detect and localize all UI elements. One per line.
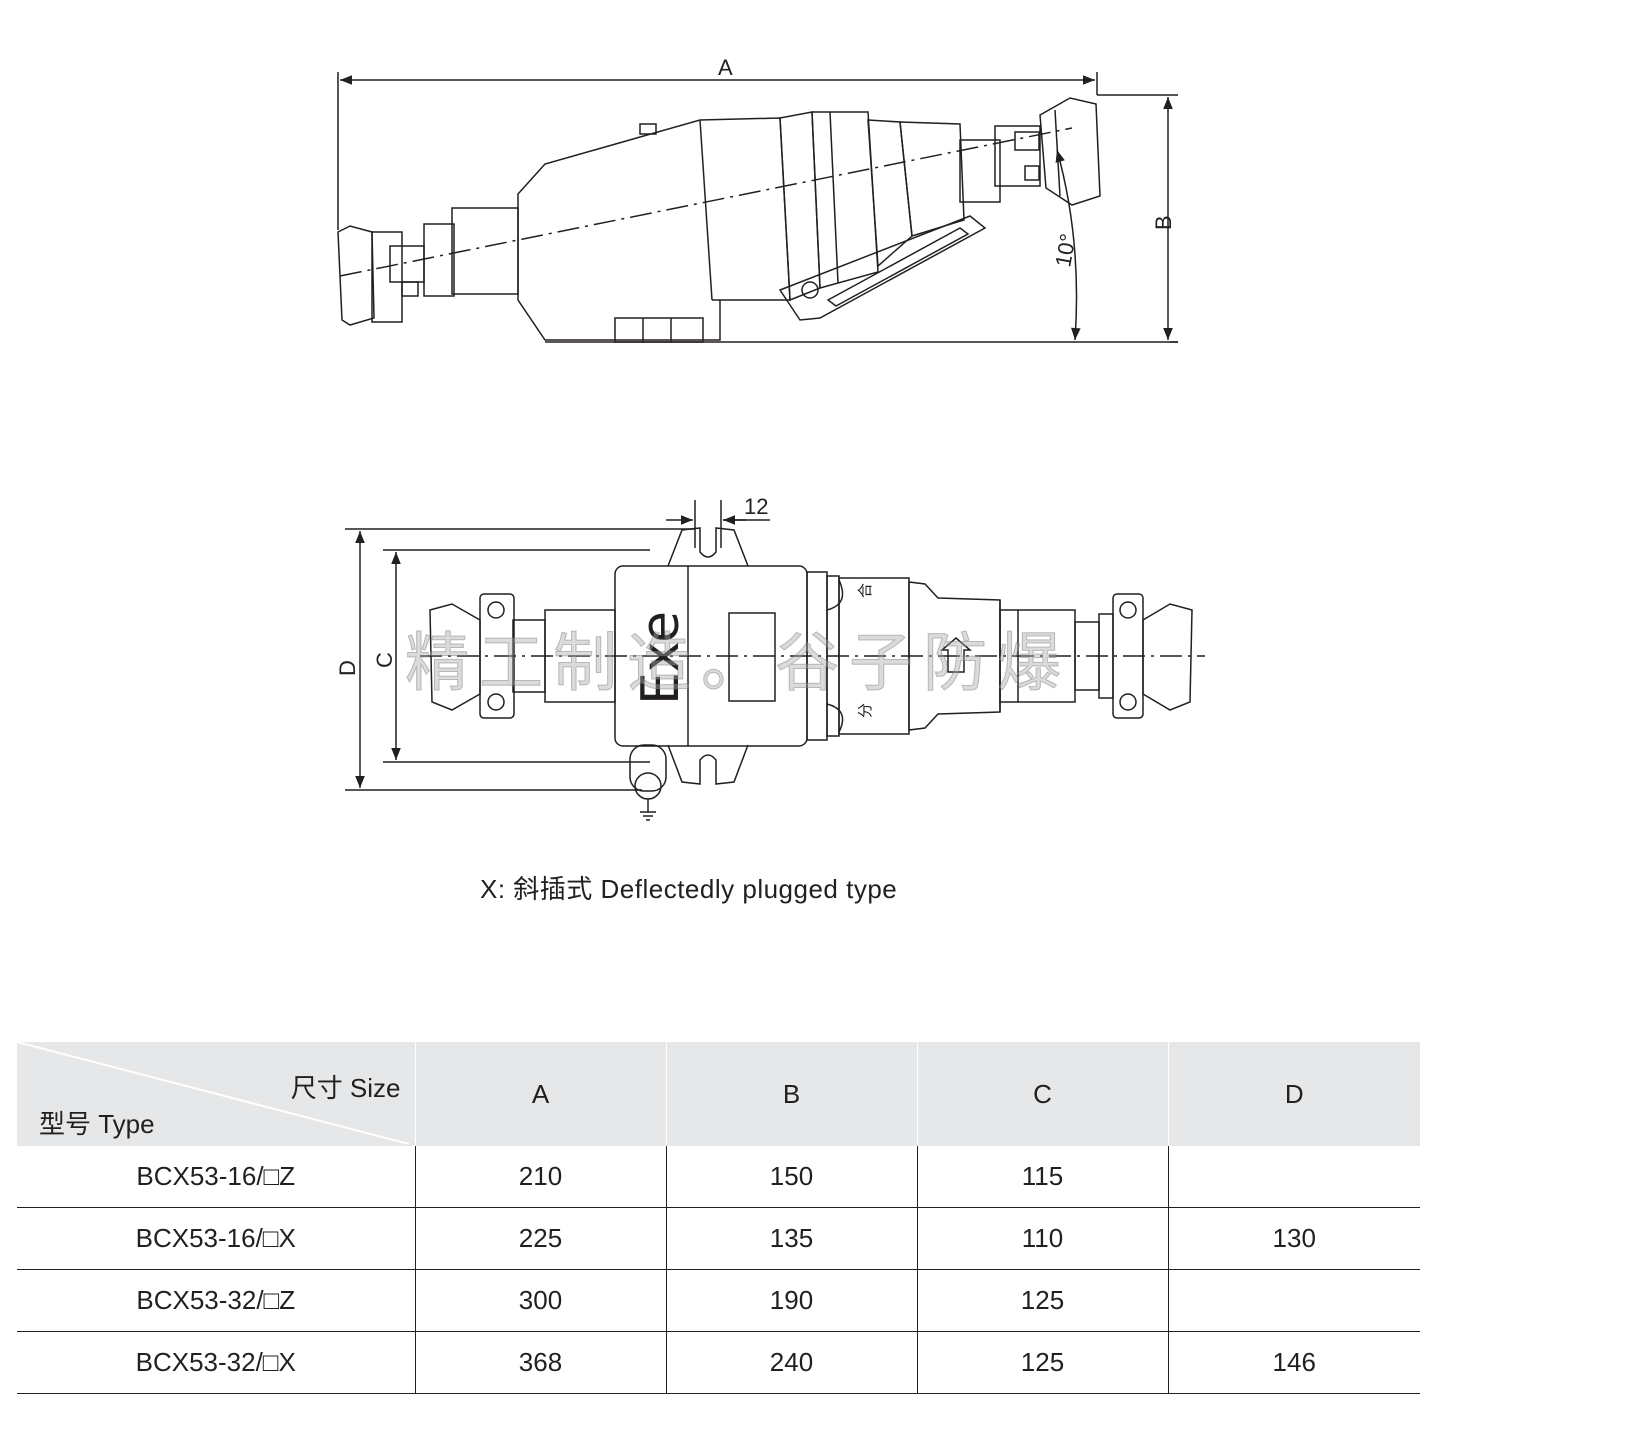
table-row: BCX53-16/□X 225 135 110 130	[17, 1207, 1420, 1270]
column-header: C	[916, 1042, 1168, 1146]
value-cell: 150	[665, 1146, 917, 1208]
label-12: 12	[744, 494, 768, 519]
value-cell: 125	[916, 1331, 1168, 1394]
model-cell: BCX53-16/□Z	[17, 1146, 415, 1208]
value-cell: 240	[665, 1331, 917, 1394]
side-view-plug	[337, 72, 1178, 343]
value-cell: 135	[665, 1207, 917, 1270]
label-c: C	[372, 652, 397, 668]
label-d: D	[335, 660, 360, 676]
model-cell: BCX53-32/□Z	[17, 1269, 415, 1332]
label-angle: 10°	[1050, 232, 1080, 269]
column-header: A	[414, 1042, 666, 1146]
value-cell: 115	[916, 1146, 1168, 1208]
value-cell	[1167, 1269, 1420, 1332]
label-b: B	[1151, 215, 1176, 230]
value-cell: 130	[1167, 1207, 1420, 1270]
value-cell: 110	[916, 1207, 1168, 1270]
table-row: BCX53-32/□Z 300 190 125	[17, 1269, 1420, 1332]
corner-type-label: 型号 Type	[39, 1109, 155, 1139]
table-header-row: 尺寸 Size 型号 Type A B C D	[17, 1042, 1420, 1146]
label-a: A	[718, 55, 733, 80]
front-view-plug	[345, 500, 1205, 821]
angle-arc	[1055, 149, 1081, 341]
corner-cell: 尺寸 Size 型号 Type	[17, 1042, 415, 1146]
value-cell: 368	[414, 1331, 666, 1394]
watermark: 精工制造。谷子防爆	[405, 627, 1071, 702]
model-cell: BCX53-32/□X	[17, 1331, 415, 1394]
figure-caption: X: 斜插式 Deflectedly plugged type	[480, 874, 898, 904]
on-marking: 合	[856, 583, 874, 598]
value-cell: 125	[916, 1269, 1168, 1332]
table-row: BCX53-16/□Z 210 150 115	[17, 1146, 1420, 1208]
diagonal-divider	[17, 1042, 410, 1144]
column-header: D	[1167, 1042, 1420, 1146]
column-header: B	[665, 1042, 917, 1146]
model-cell: BCX53-16/□X	[17, 1207, 415, 1270]
value-cell: 146	[1167, 1331, 1420, 1394]
off-marking: 分	[856, 703, 874, 718]
dimension-table: 尺寸 Size 型号 Type A B C D BCX53-16/□Z 210 …	[17, 1042, 1420, 1394]
corner-size-label: 尺寸 Size	[290, 1073, 401, 1103]
value-cell: 225	[414, 1207, 666, 1270]
value-cell: 210	[414, 1146, 666, 1208]
value-cell: 300	[414, 1269, 666, 1332]
table-row: BCX53-32/□X 368 240 125 146	[17, 1331, 1420, 1394]
value-cell	[1167, 1146, 1420, 1208]
exe-marking: Exe	[631, 611, 691, 705]
value-cell: 190	[665, 1269, 917, 1332]
